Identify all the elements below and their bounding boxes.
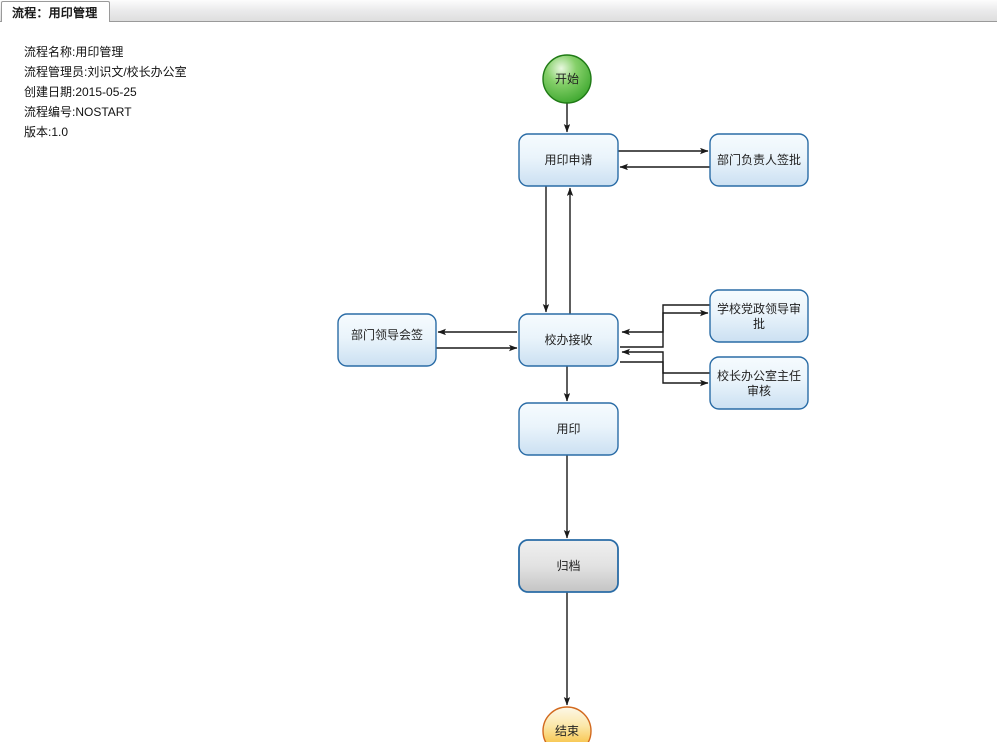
node-party-leader-approval[interactable]: 学校党政领导审批 bbox=[709, 289, 809, 343]
connector-layer bbox=[436, 103, 710, 706]
end-circle[interactable] bbox=[542, 706, 592, 742]
diagram-canvas[interactable]: 流程名称:用印管理 流程管理员:刘识文/校长办公室 创建日期:2015-05-2… bbox=[0, 22, 997, 742]
node-archive-box[interactable] bbox=[518, 539, 619, 593]
node-dept-leader-countersign[interactable]: 部门领导会签 bbox=[337, 313, 437, 367]
node-dept-head-approval[interactable]: 部门负责人签批 bbox=[709, 133, 809, 187]
node-school-office-receive[interactable]: 校办接收 bbox=[518, 313, 619, 367]
info-line-process-number: 流程编号:NOSTART bbox=[24, 105, 132, 119]
info-line-process-name: 流程名称:用印管理 bbox=[24, 45, 124, 59]
flowchart: 开始 用印申请 部门负责人签批 校办接收 部门领导会签 学校党政领导审批 bbox=[337, 54, 809, 742]
process-info-block: 流程名称:用印管理 流程管理员:刘识文/校长办公室 创建日期:2015-05-2… bbox=[24, 42, 187, 142]
node-start[interactable]: 开始 bbox=[542, 54, 592, 104]
node-principal-office-director-review-labelwrap: 校长办公室主任审核 bbox=[716, 369, 801, 398]
tab-process-stamp-management[interactable]: 流程：用印管理 bbox=[1, 1, 111, 22]
node-end-label: 结束 bbox=[555, 724, 579, 738]
node-dept-leader-countersign-label: 部门领导会签 bbox=[351, 327, 423, 342]
node-party-leader-approval-labelwrap: 学校党政领导审批 bbox=[716, 302, 801, 331]
info-line-created-date: 创建日期:2015-05-25 bbox=[24, 85, 137, 99]
node-party-leader-approval-label: 学校党政领导审批 bbox=[716, 302, 801, 331]
edge-director-to-recv bbox=[621, 348, 710, 374]
node-dept-head-approval-box[interactable] bbox=[709, 133, 809, 187]
edge-recv-to-party bbox=[620, 309, 709, 348]
info-line-version: 版本:1.0 bbox=[24, 125, 69, 139]
tab-bar: 流程：用印管理 bbox=[0, 0, 997, 22]
node-end[interactable]: 结束 bbox=[542, 706, 592, 742]
node-apply-box[interactable] bbox=[518, 133, 619, 187]
tab-label: 流程：用印管理 bbox=[12, 5, 98, 20]
node-party-leader-approval-box[interactable] bbox=[709, 289, 809, 343]
node-school-office-receive-label: 校办接收 bbox=[544, 332, 592, 347]
node-principal-office-director-review-box[interactable] bbox=[709, 356, 809, 410]
node-school-office-receive-box[interactable] bbox=[518, 313, 619, 367]
node-stamp[interactable]: 用印 bbox=[518, 402, 619, 456]
start-circle[interactable] bbox=[542, 54, 592, 104]
info-line-process-admin: 流程管理员:刘识文/校长办公室 bbox=[24, 65, 187, 79]
node-principal-office-director-review[interactable]: 校长办公室主任审核 bbox=[709, 356, 809, 410]
node-archive[interactable]: 归档 bbox=[518, 539, 619, 593]
node-dept-leader-countersign-box[interactable] bbox=[337, 313, 437, 367]
node-apply[interactable]: 用印申请 bbox=[518, 133, 619, 187]
node-principal-office-director-review-label: 校长办公室主任审核 bbox=[716, 369, 801, 398]
node-dept-head-approval-label: 部门负责人签批 bbox=[717, 152, 801, 167]
node-archive-label: 归档 bbox=[556, 559, 580, 573]
node-apply-label: 用印申请 bbox=[544, 153, 592, 167]
node-stamp-label: 用印 bbox=[556, 422, 580, 436]
node-stamp-box[interactable] bbox=[518, 402, 619, 456]
edge-party-to-recv bbox=[621, 304, 710, 336]
node-start-label: 开始 bbox=[555, 72, 579, 86]
